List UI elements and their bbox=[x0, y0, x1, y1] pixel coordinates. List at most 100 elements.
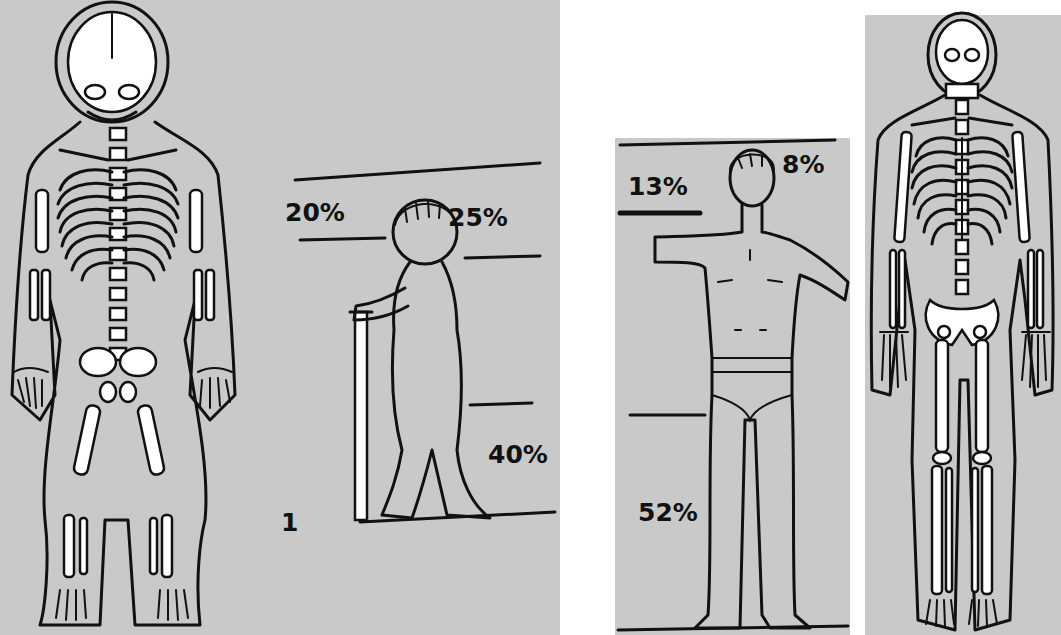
tibia bbox=[162, 515, 172, 577]
hip-bone bbox=[100, 382, 116, 402]
hip-joint bbox=[974, 326, 986, 338]
hip-bone bbox=[120, 382, 136, 402]
panel-background bbox=[615, 138, 850, 635]
fibula bbox=[946, 468, 952, 592]
child-body bbox=[382, 262, 490, 518]
vertebra bbox=[956, 260, 968, 274]
forearm-bone bbox=[890, 250, 896, 328]
vertebra bbox=[110, 308, 126, 320]
femur bbox=[73, 404, 101, 475]
figure-number: 1 bbox=[281, 510, 298, 535]
height-line bbox=[295, 163, 540, 180]
height-line bbox=[620, 140, 835, 145]
forearm-bone bbox=[899, 250, 905, 328]
hip-bone bbox=[80, 348, 116, 376]
eye-socket bbox=[119, 85, 139, 99]
percentage-label: 40% bbox=[488, 442, 548, 467]
post-cap bbox=[350, 311, 372, 314]
sternum bbox=[961, 138, 963, 240]
skull bbox=[936, 20, 988, 84]
panel-background bbox=[0, 0, 560, 635]
femur bbox=[976, 340, 988, 452]
vertebra bbox=[110, 148, 126, 160]
vertebra bbox=[956, 100, 968, 114]
fibula bbox=[972, 468, 978, 592]
forearm-bone bbox=[1037, 250, 1043, 328]
fibula bbox=[150, 518, 157, 574]
hand-bones bbox=[14, 368, 48, 408]
child-arm bbox=[354, 288, 408, 320]
spine bbox=[956, 100, 968, 294]
kneecap bbox=[973, 452, 991, 464]
femur bbox=[137, 404, 165, 475]
hip-bone bbox=[120, 348, 156, 376]
vertebra bbox=[110, 288, 126, 300]
panel-background bbox=[865, 15, 1061, 635]
child-head bbox=[393, 200, 457, 264]
fibula bbox=[80, 518, 87, 574]
head-outline bbox=[56, 2, 168, 122]
adult-body bbox=[655, 205, 848, 628]
forearm-bone bbox=[42, 270, 50, 320]
leg-bones bbox=[56, 404, 188, 620]
proportion-line bbox=[470, 403, 532, 405]
adult-hair bbox=[730, 154, 774, 172]
ribcage bbox=[912, 138, 1012, 244]
rib bbox=[58, 196, 178, 218]
humerus bbox=[1012, 132, 1030, 242]
proportion-line bbox=[300, 238, 385, 240]
eye-socket bbox=[945, 49, 959, 61]
percentage-label: 25% bbox=[448, 205, 508, 230]
ribcage bbox=[58, 170, 178, 280]
forearm-bone bbox=[194, 270, 202, 320]
forearm-bone bbox=[30, 270, 38, 320]
rib bbox=[82, 263, 154, 280]
tibia bbox=[64, 515, 74, 577]
vertebra bbox=[956, 120, 968, 134]
percentage-label: 52% bbox=[638, 500, 698, 525]
vertebra bbox=[110, 328, 126, 340]
head-outline bbox=[928, 13, 996, 97]
vertebra bbox=[110, 168, 126, 180]
hand-bones bbox=[198, 368, 232, 408]
jaw bbox=[946, 84, 978, 98]
femur bbox=[936, 340, 948, 452]
briefs bbox=[712, 358, 792, 420]
rib bbox=[60, 209, 176, 232]
humerus bbox=[36, 190, 48, 252]
percentage-label: 20% bbox=[285, 200, 345, 225]
eye-socket bbox=[965, 49, 979, 61]
tibia bbox=[932, 466, 942, 594]
support-post bbox=[355, 312, 367, 520]
rib bbox=[72, 249, 164, 270]
forearm-bone bbox=[206, 270, 214, 320]
foot-bones bbox=[969, 600, 997, 626]
eye-socket bbox=[85, 85, 105, 99]
foot-bones bbox=[926, 600, 954, 626]
foot-bones bbox=[158, 590, 188, 620]
arm-bones bbox=[880, 132, 1050, 387]
jaw bbox=[88, 112, 136, 120]
vertebra bbox=[110, 128, 126, 140]
leg-bones bbox=[926, 340, 997, 626]
proportion-line bbox=[465, 256, 540, 258]
skull bbox=[68, 12, 156, 112]
hand-bones bbox=[1022, 332, 1050, 387]
hip-bone bbox=[926, 300, 998, 345]
child-hair bbox=[395, 201, 456, 225]
proportion-line bbox=[620, 211, 700, 216]
humerus bbox=[894, 132, 912, 242]
pelvis bbox=[926, 300, 998, 345]
body-outline bbox=[12, 122, 235, 625]
kneecap bbox=[933, 452, 951, 464]
adult-head bbox=[730, 150, 774, 206]
vertebra bbox=[110, 268, 126, 280]
percentage-label: 13% bbox=[628, 174, 688, 199]
vertebra bbox=[956, 240, 968, 254]
chest-marks bbox=[718, 250, 782, 330]
foot-bones bbox=[56, 590, 86, 620]
arm-bones bbox=[14, 190, 232, 408]
percentage-label: 8% bbox=[782, 152, 824, 177]
